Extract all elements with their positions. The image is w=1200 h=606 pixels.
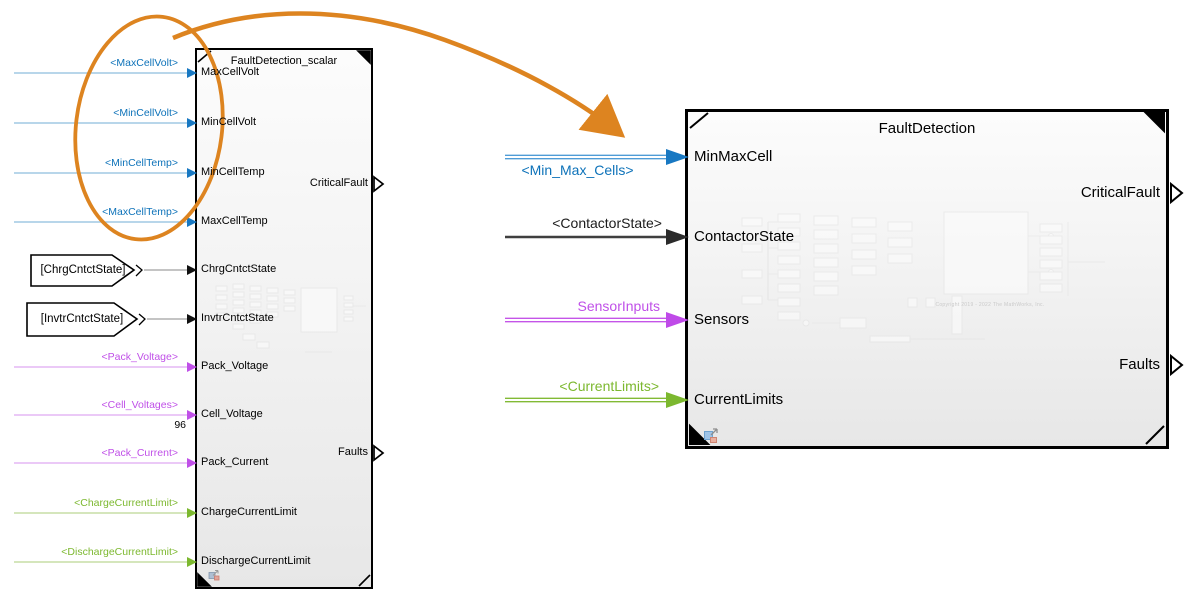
signal-label-dischargecurrentlimit: <DischargeCurrentLimit> [61, 546, 178, 558]
port-label-invtrcntctstate: InvtrCntctState [201, 312, 274, 324]
signal-label-maxcellvolt: <MaxCellVolt> [110, 57, 178, 69]
left-block-title: FaultDetection_scalar [230, 55, 338, 67]
port-label-maxcellvolt: MaxCellVolt [201, 66, 260, 78]
port-label-faults-scalar: Faults [338, 446, 368, 458]
output-port-faults-scalar[interactable] [373, 444, 385, 462]
port-label-contactorstate: ContactorState [694, 228, 795, 245]
from-tag-label-invtrcntctstate: [InvtrCntctState] [40, 313, 124, 325]
copyright-watermark: Copyright 2019 - 2022 The MathWorks, Inc… [935, 302, 1045, 308]
signal-label-minmaxcells: <Min_Max_Cells> [521, 162, 634, 178]
left-block-contents-preview [215, 283, 366, 353]
signal-line-maxcellvolt[interactable] [14, 68, 197, 78]
bus-line-sensorinputs[interactable] [505, 312, 689, 328]
from-tag-label-chrgcntctstate: [ChrgCntctState] [40, 264, 126, 276]
signal-label-packcurrent: <Pack_Current> [101, 447, 178, 459]
curved-arrow-annotation[interactable] [172, 11, 626, 138]
subsystem-reference-lock-badge-icon[interactable] [703, 427, 720, 444]
port-label-minmaxcell: MinMaxCell [694, 148, 773, 165]
left-block-corner-marks [197, 50, 371, 587]
subsystem-block-faultdetection[interactable] [685, 109, 1169, 449]
port-label-maxcelltemp: MaxCellTemp [201, 215, 268, 227]
signal-line-packvoltage[interactable] [14, 362, 197, 372]
output-port-criticalfault-scalar[interactable] [373, 175, 385, 193]
port-label-packvoltage: Pack_Voltage [201, 360, 269, 372]
bus-line-minmaxcells[interactable] [505, 149, 689, 165]
port-label-faults: Faults [1119, 356, 1160, 373]
signal-label-mincelltemp: <MinCellTemp> [105, 157, 178, 169]
from-tag-invtrcntctstate[interactable] [26, 302, 197, 337]
port-label-currentlimits: CurrentLimits [694, 391, 784, 408]
signal-line-cellvoltages[interactable] [14, 410, 197, 420]
port-label-dischargecurrentlimit: DischargeCurrentLimit [201, 555, 311, 567]
signal-label-cellvoltages: <Cell_Voltages> [101, 399, 178, 411]
signal-label-sensorinputs: SensorInputs [577, 298, 661, 314]
signal-width-annotation: 96 [174, 419, 186, 431]
right-block-title: FaultDetection [878, 120, 976, 137]
signal-label-mincellvolt: <MinCellVolt> [113, 107, 178, 119]
port-label-criticalfault-scalar: CriticalFault [309, 177, 368, 189]
signal-line-dischargecurrentlimit[interactable] [14, 557, 197, 567]
signal-line-packcurrent[interactable] [14, 458, 197, 468]
from-tag-chrgcntctstate[interactable] [30, 254, 197, 287]
signal-label-maxcelltemp: <MaxCellTemp> [102, 206, 178, 218]
port-label-cellvoltage: Cell_Voltage [201, 408, 263, 420]
subsystem-reference-badge-icon[interactable] [208, 569, 220, 581]
signal-label-chargecurrentlimit: <ChargeCurrentLimit> [74, 497, 178, 509]
port-label-sensors: Sensors [694, 311, 750, 328]
signal-line-chargecurrentlimit[interactable] [14, 508, 197, 518]
output-port-faults[interactable] [1170, 353, 1184, 377]
output-port-criticalfault[interactable] [1170, 181, 1184, 205]
port-label-chargecurrentlimit: ChargeCurrentLimit [201, 506, 297, 518]
port-label-mincellvolt: MinCellVolt [201, 116, 257, 128]
right-block-corner-marks [689, 112, 1165, 445]
signal-line-mincellvolt[interactable] [14, 118, 197, 128]
bus-line-currentlimits[interactable] [505, 392, 689, 408]
port-label-chrgcntctstate: ChrgCntctState [201, 263, 277, 275]
highlight-ellipse-annotation[interactable] [63, 8, 235, 248]
signal-label-contactorstate: <ContactorState> [552, 215, 662, 231]
signal-line-contactorstate[interactable] [505, 229, 689, 245]
signal-line-mincelltemp[interactable] [14, 168, 197, 178]
right-block-contents-preview [741, 211, 1105, 343]
port-label-mincelltemp: MinCellTemp [201, 166, 265, 178]
signal-label-currentlimits: <CurrentLimits> [559, 378, 659, 394]
port-label-packcurrent: Pack_Current [201, 456, 269, 468]
signal-label-packvoltage: <Pack_Voltage> [101, 351, 178, 363]
port-label-criticalfault: CriticalFault [1080, 184, 1160, 201]
